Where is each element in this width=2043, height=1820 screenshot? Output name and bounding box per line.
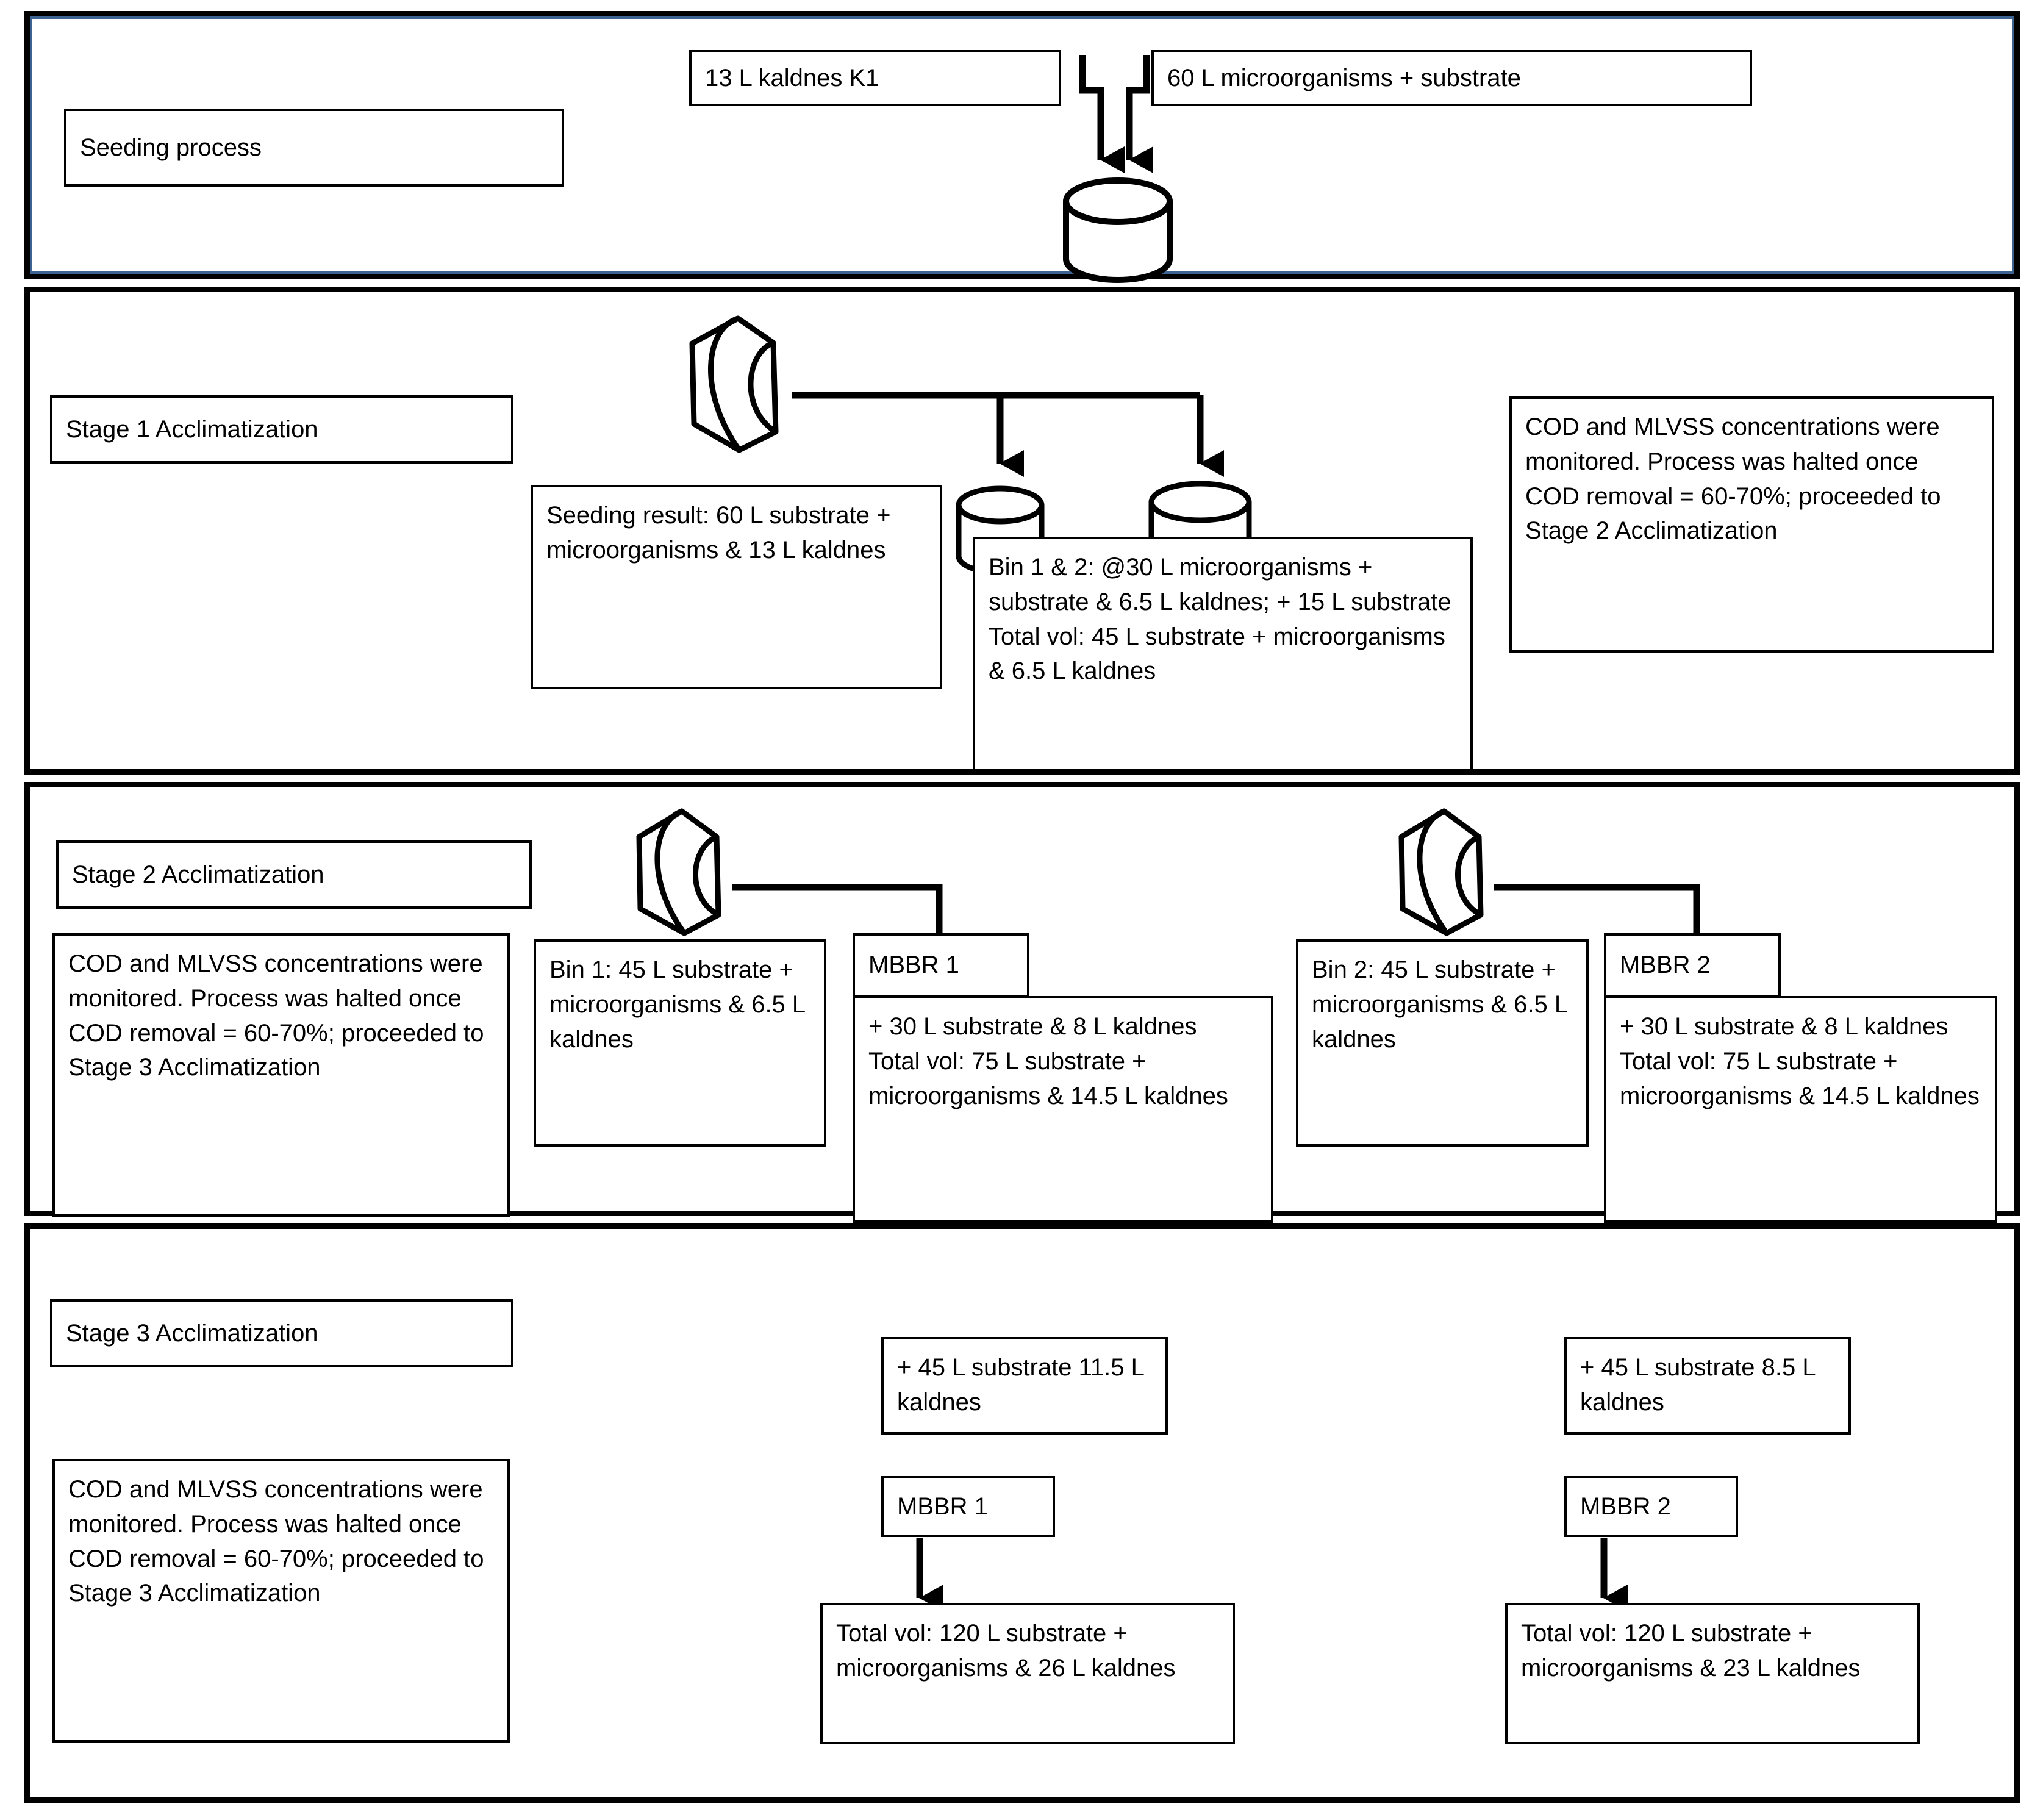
section-seeding-accent-border: [30, 16, 2014, 274]
stage2-stage-label: Stage 2 Acclimatization: [56, 840, 532, 909]
stage3-monitoring-note-box: COD and MLVSS concentrations were monito…: [52, 1459, 510, 1743]
stage3-mbbr2-label-box: MBBR 2: [1564, 1476, 1738, 1537]
stage3-mbbr1-total-box: Total vol: 120 L substrate + microorgani…: [820, 1603, 1235, 1744]
stage2-bin2-detail-box: Bin 2: 45 L substrate + microorganisms &…: [1296, 939, 1589, 1147]
seeding-process-stage-label: Seeding process: [64, 109, 564, 187]
seeding-biomass-input-box: 60 L microorganisms + substrate: [1151, 50, 1752, 106]
stage1-stage-label: Stage 1 Acclimatization: [50, 395, 513, 464]
stage2-mbbr1-label-box: MBBR 1: [853, 933, 1029, 997]
stage1-bins-detail-box: Bin 1 & 2: @30 L microorganisms + substr…: [973, 537, 1473, 772]
stage3-mbbr1-addition-box: + 45 L substrate 11.5 L kaldnes: [881, 1337, 1168, 1435]
stage3-mbbr2-addition-box: + 45 L substrate 8.5 L kaldnes: [1564, 1337, 1851, 1435]
stage3-stage-label: Stage 3 Acclimatization: [50, 1299, 513, 1367]
stage1-seeding-result-box: Seeding result: 60 L substrate + microor…: [531, 485, 942, 689]
stage3-mbbr2-total-box: Total vol: 120 L substrate + microorgani…: [1505, 1603, 1920, 1744]
stage2-monitoring-note-box: COD and MLVSS concentrations were monito…: [52, 933, 510, 1217]
seeding-kaldnes-input-box: 13 L kaldnes K1: [689, 50, 1061, 106]
stage3-mbbr1-label-box: MBBR 1: [881, 1476, 1055, 1537]
stage2-mbbr2-label-box: MBBR 2: [1604, 933, 1781, 997]
stage2-mbbr2-detail-box: + 30 L substrate & 8 L kaldnes Total vol…: [1604, 996, 1997, 1223]
stage2-mbbr1-detail-box: + 30 L substrate & 8 L kaldnes Total vol…: [853, 996, 1273, 1223]
stage2-bin1-detail-box: Bin 1: 45 L substrate + microorganisms &…: [534, 939, 826, 1147]
stage1-monitoring-note-box: COD and MLVSS concentrations were monito…: [1509, 396, 1994, 653]
